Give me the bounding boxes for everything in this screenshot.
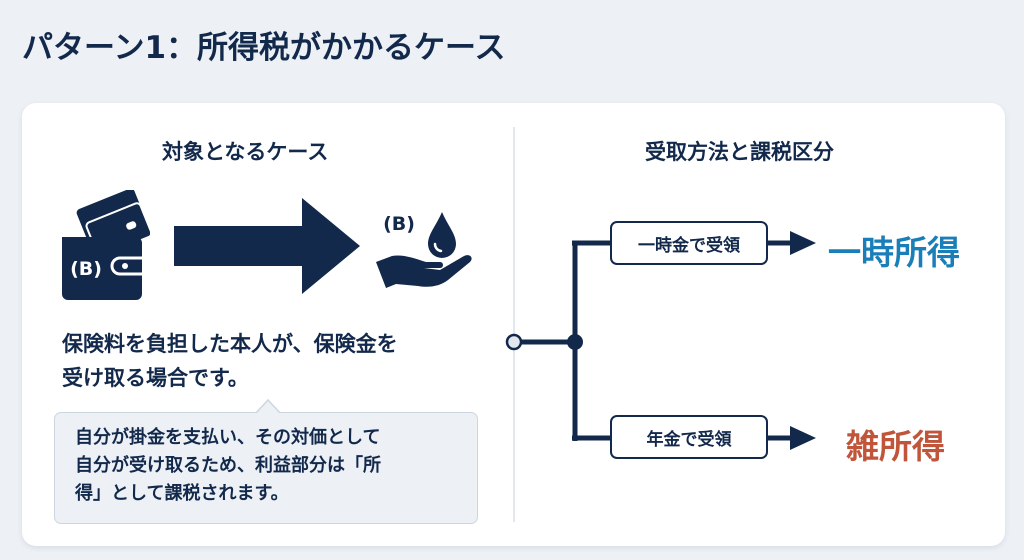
annuity-option: 年金で受領 [610,415,768,459]
method-heading: 受取方法と課税区分 [645,140,834,164]
annuity-result: 雑所得 [846,427,945,466]
callout-tail [255,399,281,415]
main-description-line: 受け取る場合です。 [62,366,249,390]
wallet-label: (B) [70,258,102,280]
callout-line: 自分が受け取るため、利益部分は「所 [75,455,381,476]
hand-label: (B) [383,213,415,235]
callout-line: 自分が掛金を支払い、その対価として [75,427,381,448]
arrow-right-icon [174,198,360,294]
lump-sum-option: 一時金で受領 [610,221,768,265]
page-title: パターン1：所得税がかかるケース [22,30,506,66]
arrow-right-icon [790,231,816,255]
section-divider [513,127,515,522]
lump-sum-result: 一時所得 [828,233,960,272]
callout-text: 自分が掛金を支払い、その対価として 自分が受け取るため、利益部分は「所 得」とし… [75,424,475,508]
main-description-line: 保険料を負担した本人が、保険金を [62,332,398,356]
target-case-heading: 対象となるケース [162,140,329,164]
branch-connector [505,231,816,450]
arrow-right-icon [790,426,816,450]
wallet-icon: (B) [62,190,150,300]
hand-receiving-icon: (B) [376,212,472,288]
callout-line: 得」として課税されます。 [75,483,289,504]
explanation-callout [54,412,478,524]
main-description: 保険料を負担した本人が、保険金を 受け取る場合です。 [62,327,492,395]
start-node [505,333,523,351]
